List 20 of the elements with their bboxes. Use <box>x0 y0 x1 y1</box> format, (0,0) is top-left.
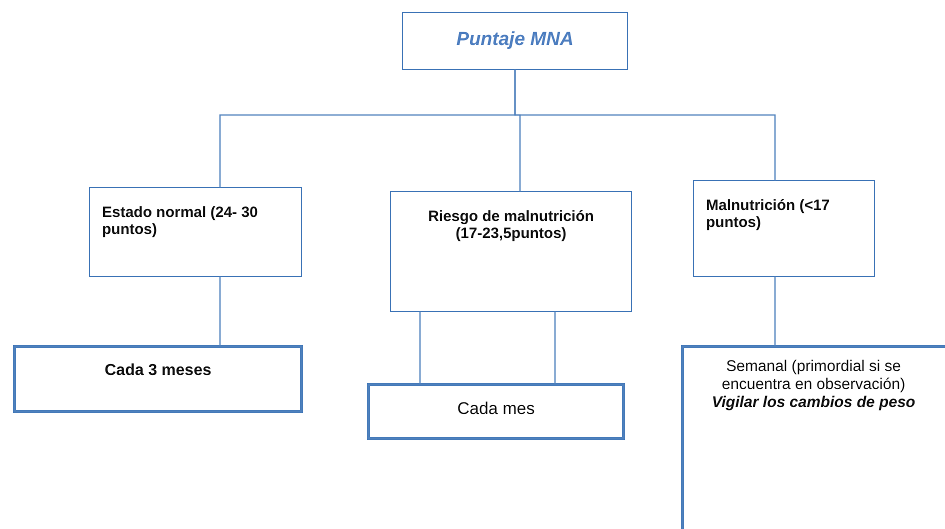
node-label: Malnutrición (<17 puntos) <box>706 197 831 231</box>
category-box <box>89 187 302 277</box>
node-label: Cada mes <box>456 399 536 419</box>
connector-line <box>554 312 556 383</box>
node-label: Semanal (primordial si se encuentra en observación) <box>720 358 906 394</box>
note-text: Vigilar los cambios de peso <box>710 394 916 412</box>
connector-line <box>514 70 776 180</box>
frequency-box <box>681 345 945 529</box>
frequency-box <box>367 383 625 440</box>
frequency-box <box>13 345 303 413</box>
node-label: Estado normal (24- 30 puntos) <box>102 204 259 238</box>
node-label: Cada 3 meses <box>104 362 212 380</box>
connector-line <box>774 277 776 345</box>
node-label: Puntaje MNA <box>455 29 575 51</box>
title-box <box>402 12 628 70</box>
category-box <box>390 191 632 312</box>
category-box <box>693 180 875 277</box>
node-label: Riesgo de malnutrición (17-23,5puntos) <box>427 208 595 242</box>
connector-line <box>419 312 421 383</box>
connector-line <box>219 277 221 345</box>
